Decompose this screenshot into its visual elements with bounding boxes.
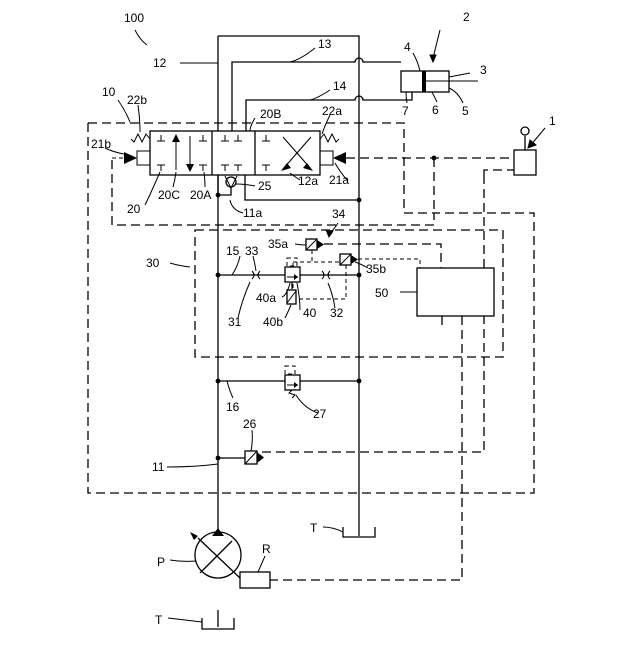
label-40: 40 (303, 306, 317, 320)
label-22b: 22b (127, 93, 147, 107)
label-13: 13 (318, 37, 332, 51)
directional-control-valve (124, 131, 346, 175)
variable-pump (190, 528, 241, 578)
controller-to-regulator (270, 316, 462, 580)
label-12a: 12a (298, 174, 318, 188)
label-tank-top: T (310, 521, 318, 535)
label-40b: 40b (263, 315, 283, 329)
line-13 (232, 58, 401, 131)
label-1: 1 (549, 114, 556, 128)
label-25: 25 (258, 179, 272, 193)
label-27: 27 (313, 407, 327, 421)
label-30: 30 (146, 256, 160, 270)
label-5: 5 (462, 104, 469, 118)
label-34: 34 (332, 207, 346, 221)
label-14: 14 (333, 79, 347, 93)
label-15: 15 (226, 244, 240, 258)
label-11a: 11a (243, 206, 262, 220)
operation-lever-unit (514, 127, 536, 175)
check-valve-25 (218, 175, 237, 195)
pilot-branch-b (484, 170, 514, 175)
label-35b: 35b (366, 262, 386, 276)
leader-lines (105, 30, 545, 622)
label-20A: 20A (190, 188, 211, 202)
label-20: 20 (127, 202, 141, 216)
solenoid-valve-35a (306, 239, 324, 250)
sub-block-34-boundary (293, 262, 346, 299)
label-pump: P (157, 555, 165, 569)
label-3: 3 (480, 63, 487, 77)
solenoid-valve-26 (218, 451, 264, 464)
label-7: 7 (402, 104, 409, 118)
label-12: 12 (153, 56, 167, 70)
label-26: 26 (243, 417, 257, 431)
label-10: 10 (102, 85, 116, 99)
solenoid-valve-35b (340, 254, 358, 265)
label-32: 32 (330, 306, 344, 320)
label-16: 16 (226, 400, 240, 414)
label-100: 100 (124, 11, 144, 25)
reference-labels: 100 2 1 10 12 13 14 4 3 5 6 7 22b 22a 20… (91, 10, 556, 627)
regulator (240, 572, 270, 588)
label-regulator: R (262, 542, 271, 556)
controller-50 (417, 268, 494, 316)
label-20C: 20C (158, 188, 180, 202)
relief-valve-27 (285, 366, 300, 398)
label-tank-bottom: T (155, 613, 163, 627)
label-50: 50 (375, 286, 389, 300)
label-22a: 22a (322, 104, 342, 118)
label-31: 31 (228, 315, 242, 329)
label-4: 4 (404, 40, 411, 54)
label-35a: 35a (268, 237, 288, 251)
label-40a: 40a (256, 291, 276, 305)
label-11: 11 (152, 460, 165, 474)
label-2: 2 (463, 10, 470, 24)
label-20B: 20B (260, 107, 281, 121)
label-21b: 21b (91, 137, 111, 151)
label-6: 6 (432, 103, 439, 117)
label-21a: 21a (329, 173, 349, 187)
label-33: 33 (245, 244, 259, 258)
